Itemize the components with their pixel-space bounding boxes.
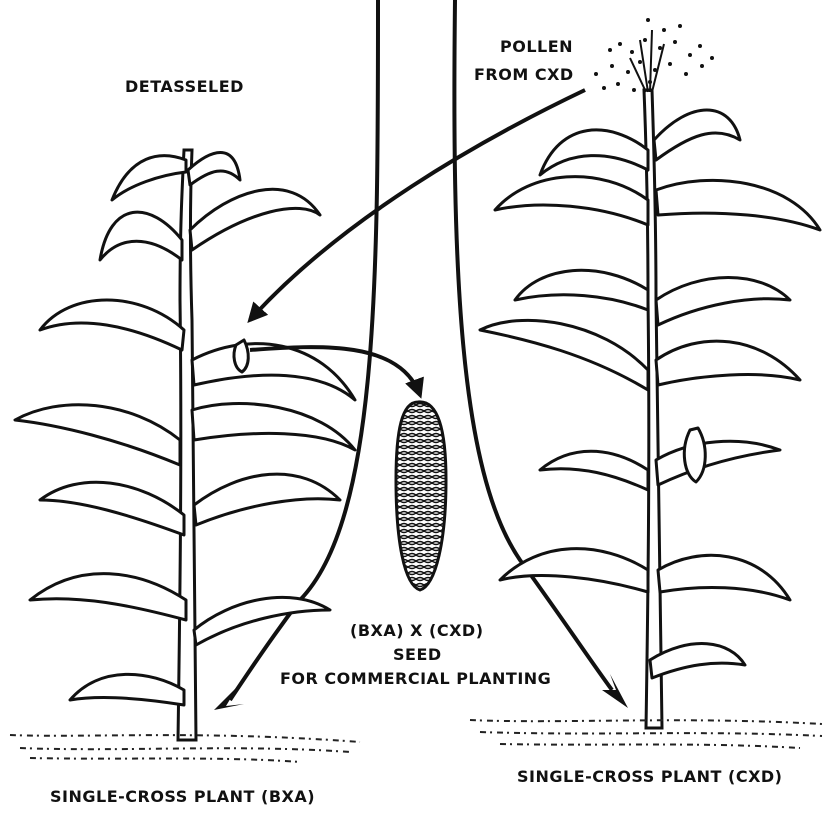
seed-label: SEED [393, 645, 442, 664]
right-leaf [654, 110, 740, 160]
right-corn-plant [480, 30, 820, 728]
left-leaf [190, 189, 320, 250]
left-ear-shoot [234, 340, 248, 372]
left-leaf [70, 674, 184, 705]
left-leaf [192, 344, 355, 400]
left-leaf [100, 212, 182, 260]
pollen-source-label: FROM CXD [474, 65, 574, 84]
left-leaf [192, 403, 355, 450]
detasseled-label: DETASSELED [125, 77, 244, 96]
right-leaf [656, 278, 790, 326]
left-leaf [188, 153, 240, 186]
left-leaf [112, 156, 186, 200]
right-stalk [644, 90, 662, 728]
right-leaf [540, 451, 648, 490]
commercial-planting-label: FOR COMMERCIAL PLANTING [280, 669, 551, 688]
left-divider-arrowhead [214, 686, 244, 710]
left-leaf [194, 474, 340, 525]
right-leaf [540, 130, 648, 175]
left-plant-caption: SINGLE-CROSS PLANT (BXA) [50, 787, 315, 806]
cross-formula-label: (BXA) X (CXD) [350, 621, 484, 640]
left-leaf [40, 482, 184, 535]
right-leaf [650, 644, 745, 678]
right-leaf [656, 341, 800, 385]
right-ear [684, 428, 705, 482]
pollen-label: POLLEN [500, 37, 573, 56]
left-leaf [15, 405, 180, 465]
right-leaf [515, 270, 648, 310]
left-corn-plant [15, 150, 355, 740]
right-leaf [480, 320, 648, 390]
right-leaf [495, 177, 648, 225]
right-plant-caption: SINGLE-CROSS PLANT (CXD) [517, 767, 783, 786]
right-tassel [630, 30, 664, 92]
right-leaf [658, 555, 790, 600]
right-leaf [656, 441, 780, 485]
right-leaf [656, 180, 820, 230]
left-leaf [194, 597, 330, 645]
left-leaf [40, 300, 184, 350]
seed-ear-of-corn [396, 402, 446, 590]
left-leaf [30, 574, 186, 620]
right-leaf [500, 549, 648, 592]
